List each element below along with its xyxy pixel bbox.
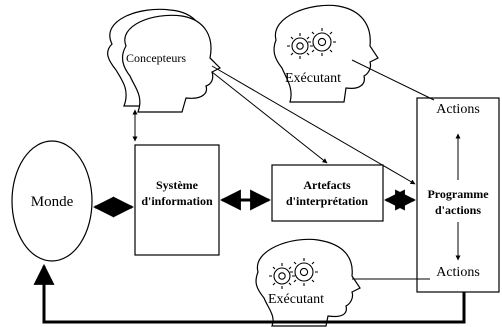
gear-icon	[287, 33, 313, 59]
executant-bottom-label: Exécutant	[268, 292, 324, 307]
artefacts-box	[271, 164, 384, 222]
executant-top-head-icon	[273, 4, 379, 103]
gear-icon	[308, 28, 336, 56]
systeme-label-line1: Système	[156, 178, 199, 192]
artefacts-label-line2: d'interprétation	[286, 194, 368, 208]
line-executant-actions-top	[351, 59, 435, 101]
monde-label: Monde	[31, 194, 74, 210]
programme-label-line1: Programme	[427, 187, 489, 201]
executant-bottom-head-icon	[255, 238, 361, 327]
concepteurs-head-front-icon	[121, 14, 222, 113]
executant-top-label: Exécutant	[285, 71, 341, 86]
actions-bottom-label: Actions	[436, 265, 480, 280]
concepteurs-label: Concepteurs	[126, 51, 186, 65]
arrow-concepteurs-artefacts	[211, 71, 328, 164]
systeme-box	[134, 144, 220, 256]
monde-ellipse	[11, 140, 93, 262]
programme-label-line2: d'actions	[435, 203, 481, 217]
gear-icon	[290, 258, 318, 286]
feedback-loop-arrow	[33, 263, 466, 324]
gear-icon	[269, 263, 295, 289]
actions-top-label: Actions	[436, 102, 480, 117]
systeme-label-line2: d'information	[141, 194, 213, 208]
artefacts-label-line1: Artefacts	[303, 178, 351, 192]
arrow-concepteurs-programme	[211, 65, 416, 185]
